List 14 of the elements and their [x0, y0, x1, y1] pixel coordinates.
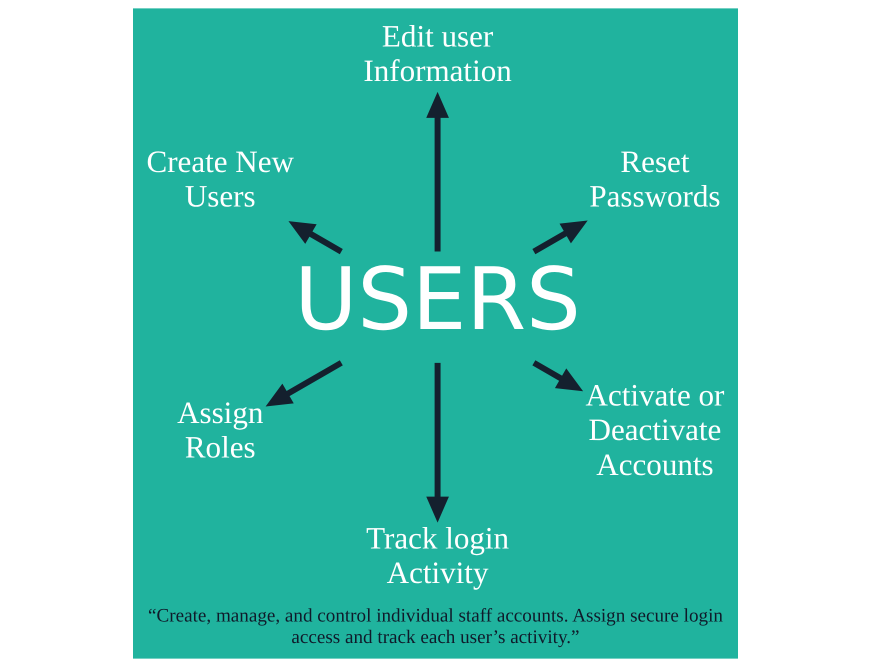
- node-text: Assign Roles: [176, 394, 263, 465]
- node-text: Create New Users: [146, 144, 294, 214]
- node-text: Activate or Deactivate Accounts: [585, 378, 724, 482]
- arrow: [265, 360, 342, 407]
- arrow: [532, 220, 588, 254]
- arrow: [426, 92, 448, 252]
- arrow: [288, 221, 342, 254]
- node-text: USERS: [294, 250, 580, 350]
- node-text: Edit user Information: [362, 18, 512, 88]
- arrow: [426, 362, 448, 523]
- caption: “Create, manage, and control individual staff accounts. Assign secure login access and track each user’s activity.”: [148, 605, 722, 648]
- arrow: [532, 360, 583, 392]
- node-text: Reset Passwords: [588, 144, 720, 214]
- node-text: Track login Activity: [366, 520, 509, 590]
